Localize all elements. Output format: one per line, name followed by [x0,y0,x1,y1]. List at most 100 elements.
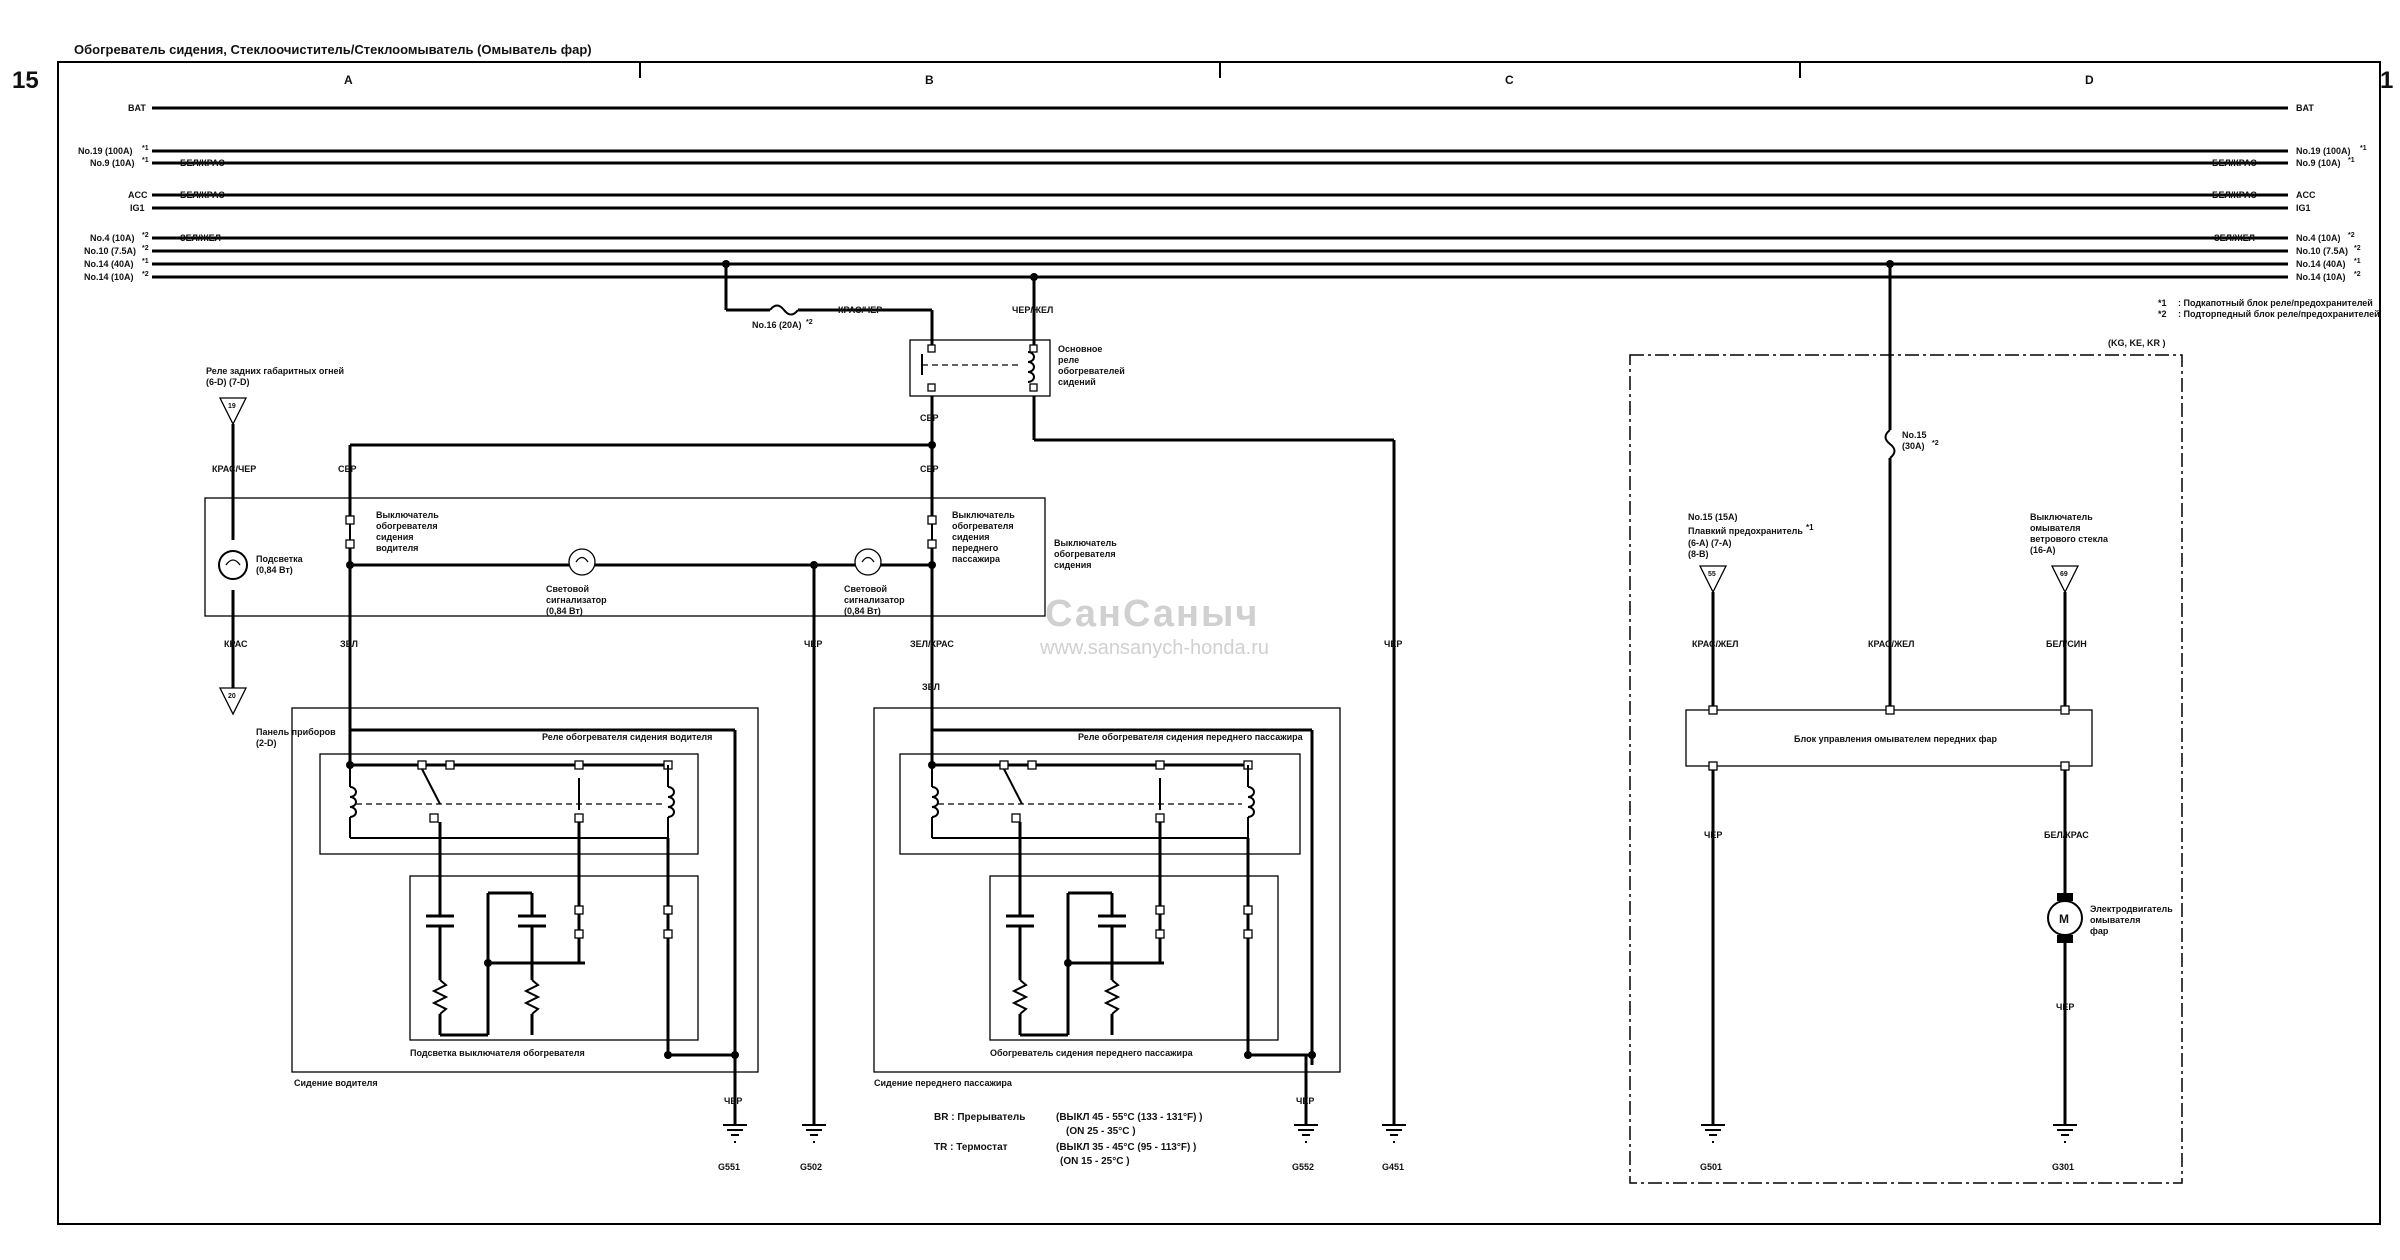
wire-cher-label: ЧЕР [804,639,822,649]
note-1-text: : Подкапотный блок реле/предохранителей [2178,298,2373,308]
pass-relay-coil-2-icon [1247,786,1255,818]
bus-no4-right-sup: *2 [2348,232,2355,239]
main-relay-label-3: обогревателей [1058,366,1125,376]
indicator-driver-power: (0,84 Вт) [546,606,583,616]
wiper-switch-label-2: омывателя [2030,523,2081,533]
wire-cher-c-label: ЧЕР [1384,639,1402,649]
bus-ig1-left: IG1 [130,203,145,213]
ground-g551: G551 [718,1162,740,1172]
bus-no9-left-sup: *1 [142,157,149,164]
connector-69-icon [2050,565,2080,594]
switch-group-label-1: Выключатель [1054,538,1117,548]
wire-zel-label: ЗЕЛ [340,639,358,649]
driver-ground-wire-label: ЧЕР [724,1096,742,1106]
driver-switch-label-2: обогревателя [376,521,438,531]
fuse-15-sup: *2 [1932,440,1939,447]
column-c: C [1505,73,1514,87]
fusible-link-ref-2: (8-B) [1688,549,1709,559]
wire-zel-zhel-right: ЗЕЛ/ЖЕЛ [2214,233,2255,243]
backlight-bulb-icon [218,550,248,580]
switch-group-label-2: обогревателя [1054,549,1116,559]
bus-no4-left-sup: *2 [142,232,149,239]
indicator-driver-label-1: Световой [546,584,589,594]
breaker-off: (ВЫКЛ 45 - 55°C (133 - 131°F) ) [1056,1112,1203,1123]
bus-no14a-left-sup: *1 [142,258,149,265]
rear-relay-label: Реле задних габаритных огней [206,366,344,376]
diagram-title: Обогреватель сидения, Стеклоочиститель/С… [74,42,592,57]
bus-no9-right-sup: *1 [2348,157,2355,164]
pass-switch-label-5: пассажира [952,554,1001,564]
indicator-driver-label-2: сигнализатор [546,595,607,605]
driver-seat-label: Сидение водителя [294,1078,378,1088]
bus-no14a-right: No.14 (40A) [2296,259,2346,269]
fuse-15-amp: (30A) [1902,441,1925,451]
wire-bel-kras-right-2: БЕЛ/КРАС [2212,190,2257,200]
bus-no4-left: No.4 (10A) [90,233,135,243]
pass-switch-label-1: Выключатель [952,510,1015,520]
ground-g552-icon [1294,1124,1318,1143]
wire-bel-kras-left-2: БЕЛ/КРАС [180,190,225,200]
fusible-link-label-2: Плавкий предохранитель [1688,526,1803,536]
wire-cher-zhel-label: ЧЕР/ЖЕЛ [1012,305,1053,315]
washer-motor-symbol: M [2059,912,2069,926]
motor-top-cap [2057,893,2073,901]
wiper-switch-ref: (16-A) [2030,545,2056,555]
backlight-label: Подсветка [256,554,304,564]
bus-bat-left: BAT [128,103,146,113]
bus-no19-left-sup: *1 [142,145,149,152]
driver-heater-box [409,875,699,1041]
indicator-pass-icon [854,548,882,576]
wire-ser-relay: СЕР [920,413,939,423]
watermark-brand: СанСаныч [1045,593,1260,635]
pass-heater-element-1-icon [1011,979,1029,1015]
washer-control-unit-label: Блок управления омывателем передних фар [1794,734,1997,744]
fuse-15-label: No.15 [1902,430,1927,440]
wire-kras-cher-top: КРАС/ЧЕР [838,305,882,315]
ground-g451-icon [1382,1124,1406,1143]
wire-bel-kras-washer-label: БЕЛ/КРАС [2044,830,2089,840]
indicator-pass-power: (0,84 Вт) [844,606,881,616]
bus-no10-left-sup: *2 [142,245,149,252]
wiper-switch-label-1: Выключатель [2030,512,2093,522]
driver-switch-label-4: водителя [376,543,418,553]
column-a: A [344,73,353,87]
driver-seat-box [291,707,759,1073]
note-2-mark: *2 [2158,309,2167,319]
bus-no14a-left: No.14 (40A) [84,259,134,269]
pass-heater-label: Обогреватель сидения переднего пассажира [990,1048,1194,1058]
fuse-16-label: No.16 (20A) [752,320,802,330]
driver-relay-box [319,753,699,855]
connector-55-icon [1698,565,1728,594]
bus-acc-right: ACC [2296,190,2316,200]
wire-zel-kras-label: ЗЕЛ/КРАС [910,639,954,649]
wire-cher-washer-label: ЧЕР [1704,830,1722,840]
column-d: D [2085,73,2094,87]
power-bus [152,106,2288,279]
driver-heater-element-1-icon [431,979,449,1015]
wire-ser-b-label: СЕР [920,464,939,474]
bus-no9-right: No.9 (10A) [2296,158,2341,168]
seat-heater-switch-block [204,497,1046,617]
bus-no14a-right-sup: *1 [2354,258,2361,265]
bus-ig1-right: IG1 [2296,203,2311,213]
connector-20-icon [218,687,248,716]
indicator-pass-label-2: сигнализатор [844,595,905,605]
driver-heater-element-2-icon [523,979,541,1015]
fuse-15-icon [1884,429,1896,459]
bus-no14b-left: No.14 (10A) [84,272,134,282]
indicator-driver-icon [568,548,596,576]
wire-kras-zhel-a-label: КРАС/ЖЕЛ [1692,639,1738,649]
wiper-switch-label-3: ветрового стекла [2030,534,2109,544]
pass-switch-label-4: переднего [952,543,999,553]
bus-no19-right-sup: *1 [2360,145,2367,152]
connector-20: 20 [228,693,236,700]
wire-ser-a-label: СЕР [338,464,357,474]
pass-heater-element-2-icon [1103,979,1121,1015]
ground-g301: G301 [2052,1162,2074,1172]
wire-zel-2-label: ЗЕЛ [922,682,940,692]
pass-relay-coil-1-icon [931,786,939,818]
ground-g502: G502 [800,1162,822,1172]
fusible-link-ref: (6-A) (7-A) [1688,538,1732,548]
washer-motor-label-1: Электродвигатель [2090,904,2173,914]
